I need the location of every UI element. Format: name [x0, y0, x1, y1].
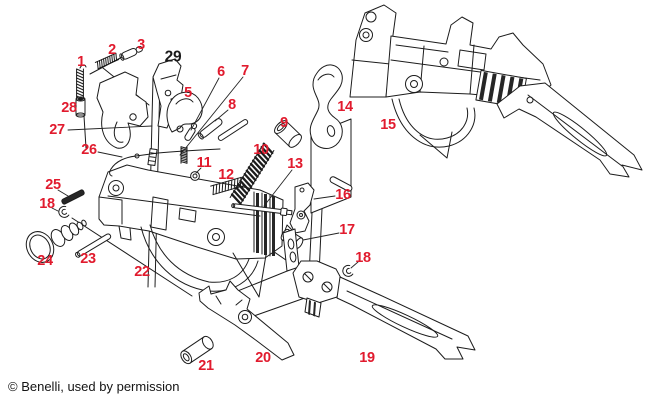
leader-lines [51, 76, 359, 269]
leader-line-16 [313, 195, 336, 200]
part-9-bushing-illustration [274, 120, 302, 148]
callout-1: 1 [77, 53, 85, 70]
part-14-hammer-illustration [309, 64, 343, 149]
callout-10: 10 [253, 141, 269, 158]
part-19-carrier-illustration [282, 228, 476, 360]
part-strut-rod-illustration [329, 176, 353, 192]
part-28-bushing-illustration [75, 96, 86, 118]
leader-line-8 [214, 109, 229, 122]
leader-line-13 [263, 169, 293, 207]
callout-5: 5 [184, 84, 192, 101]
callout-20: 20 [255, 349, 271, 366]
callout-2: 2 [108, 41, 116, 58]
part-11-washer-illustration [190, 171, 200, 181]
copyright-caption: © Benelli, used by permission [8, 379, 180, 394]
callout-7: 7 [241, 62, 249, 79]
callout-29: 29 [164, 48, 182, 66]
callout-19: 19 [359, 349, 375, 366]
leader-line-18 [350, 261, 359, 269]
callout-12: 12 [218, 166, 234, 183]
callout-3: 3 [137, 36, 145, 53]
callout-18: 18 [39, 195, 55, 212]
callout-13: 13 [287, 155, 303, 172]
callout-18: 18 [355, 249, 371, 266]
callout-21: 21 [198, 357, 214, 374]
callout-11: 11 [196, 154, 212, 171]
leader-line-11 [195, 167, 202, 174]
part-23-pin-illustration [75, 233, 112, 258]
callout-15: 15 [380, 116, 396, 133]
part-8-pins-illustration [197, 118, 249, 141]
part-22-trigger-housing-illustration [98, 164, 284, 298]
leader-line-26 [97, 151, 123, 158]
callout-25: 25 [45, 176, 61, 193]
leader-line-7 [179, 76, 244, 156]
leader-line-6 [190, 77, 220, 131]
callout-27: 27 [49, 121, 65, 138]
part-21-tube-illustration [180, 335, 214, 365]
leader-line-27 [67, 125, 153, 131]
part-27-trigger-illustration [96, 71, 149, 149]
part-15-assembled-group-illustration [349, 4, 643, 178]
part-18-right-clip-illustration [342, 264, 354, 277]
callout-8: 8 [228, 96, 236, 113]
leader-line-18 [51, 207, 59, 212]
leader-line-17 [302, 232, 340, 241]
callout-16: 16 [335, 186, 351, 203]
callout-26: 26 [81, 141, 97, 158]
callout-23: 23 [80, 250, 96, 267]
part-25-pin-illustration [61, 189, 85, 205]
part-26-wire-spring-illustration [109, 148, 221, 177]
part-1-spring-illustration [76, 64, 87, 100]
part-20-latch-plate-illustration [198, 280, 295, 361]
callout-6: 6 [217, 63, 225, 80]
callout-9: 9 [280, 114, 288, 131]
callout-14: 14 [337, 98, 353, 115]
part-3-plunger-illustration [119, 45, 143, 61]
part-13-rod-illustration [231, 203, 293, 217]
callout-24: 24 [37, 252, 53, 269]
part-24-safety-button-illustration [25, 219, 87, 263]
callout-17: 17 [339, 221, 355, 238]
callout-28: 28 [61, 99, 77, 116]
callout-22: 22 [134, 263, 150, 280]
leader-line-25 [57, 189, 69, 197]
part-18-left-clip-illustration [58, 205, 70, 218]
